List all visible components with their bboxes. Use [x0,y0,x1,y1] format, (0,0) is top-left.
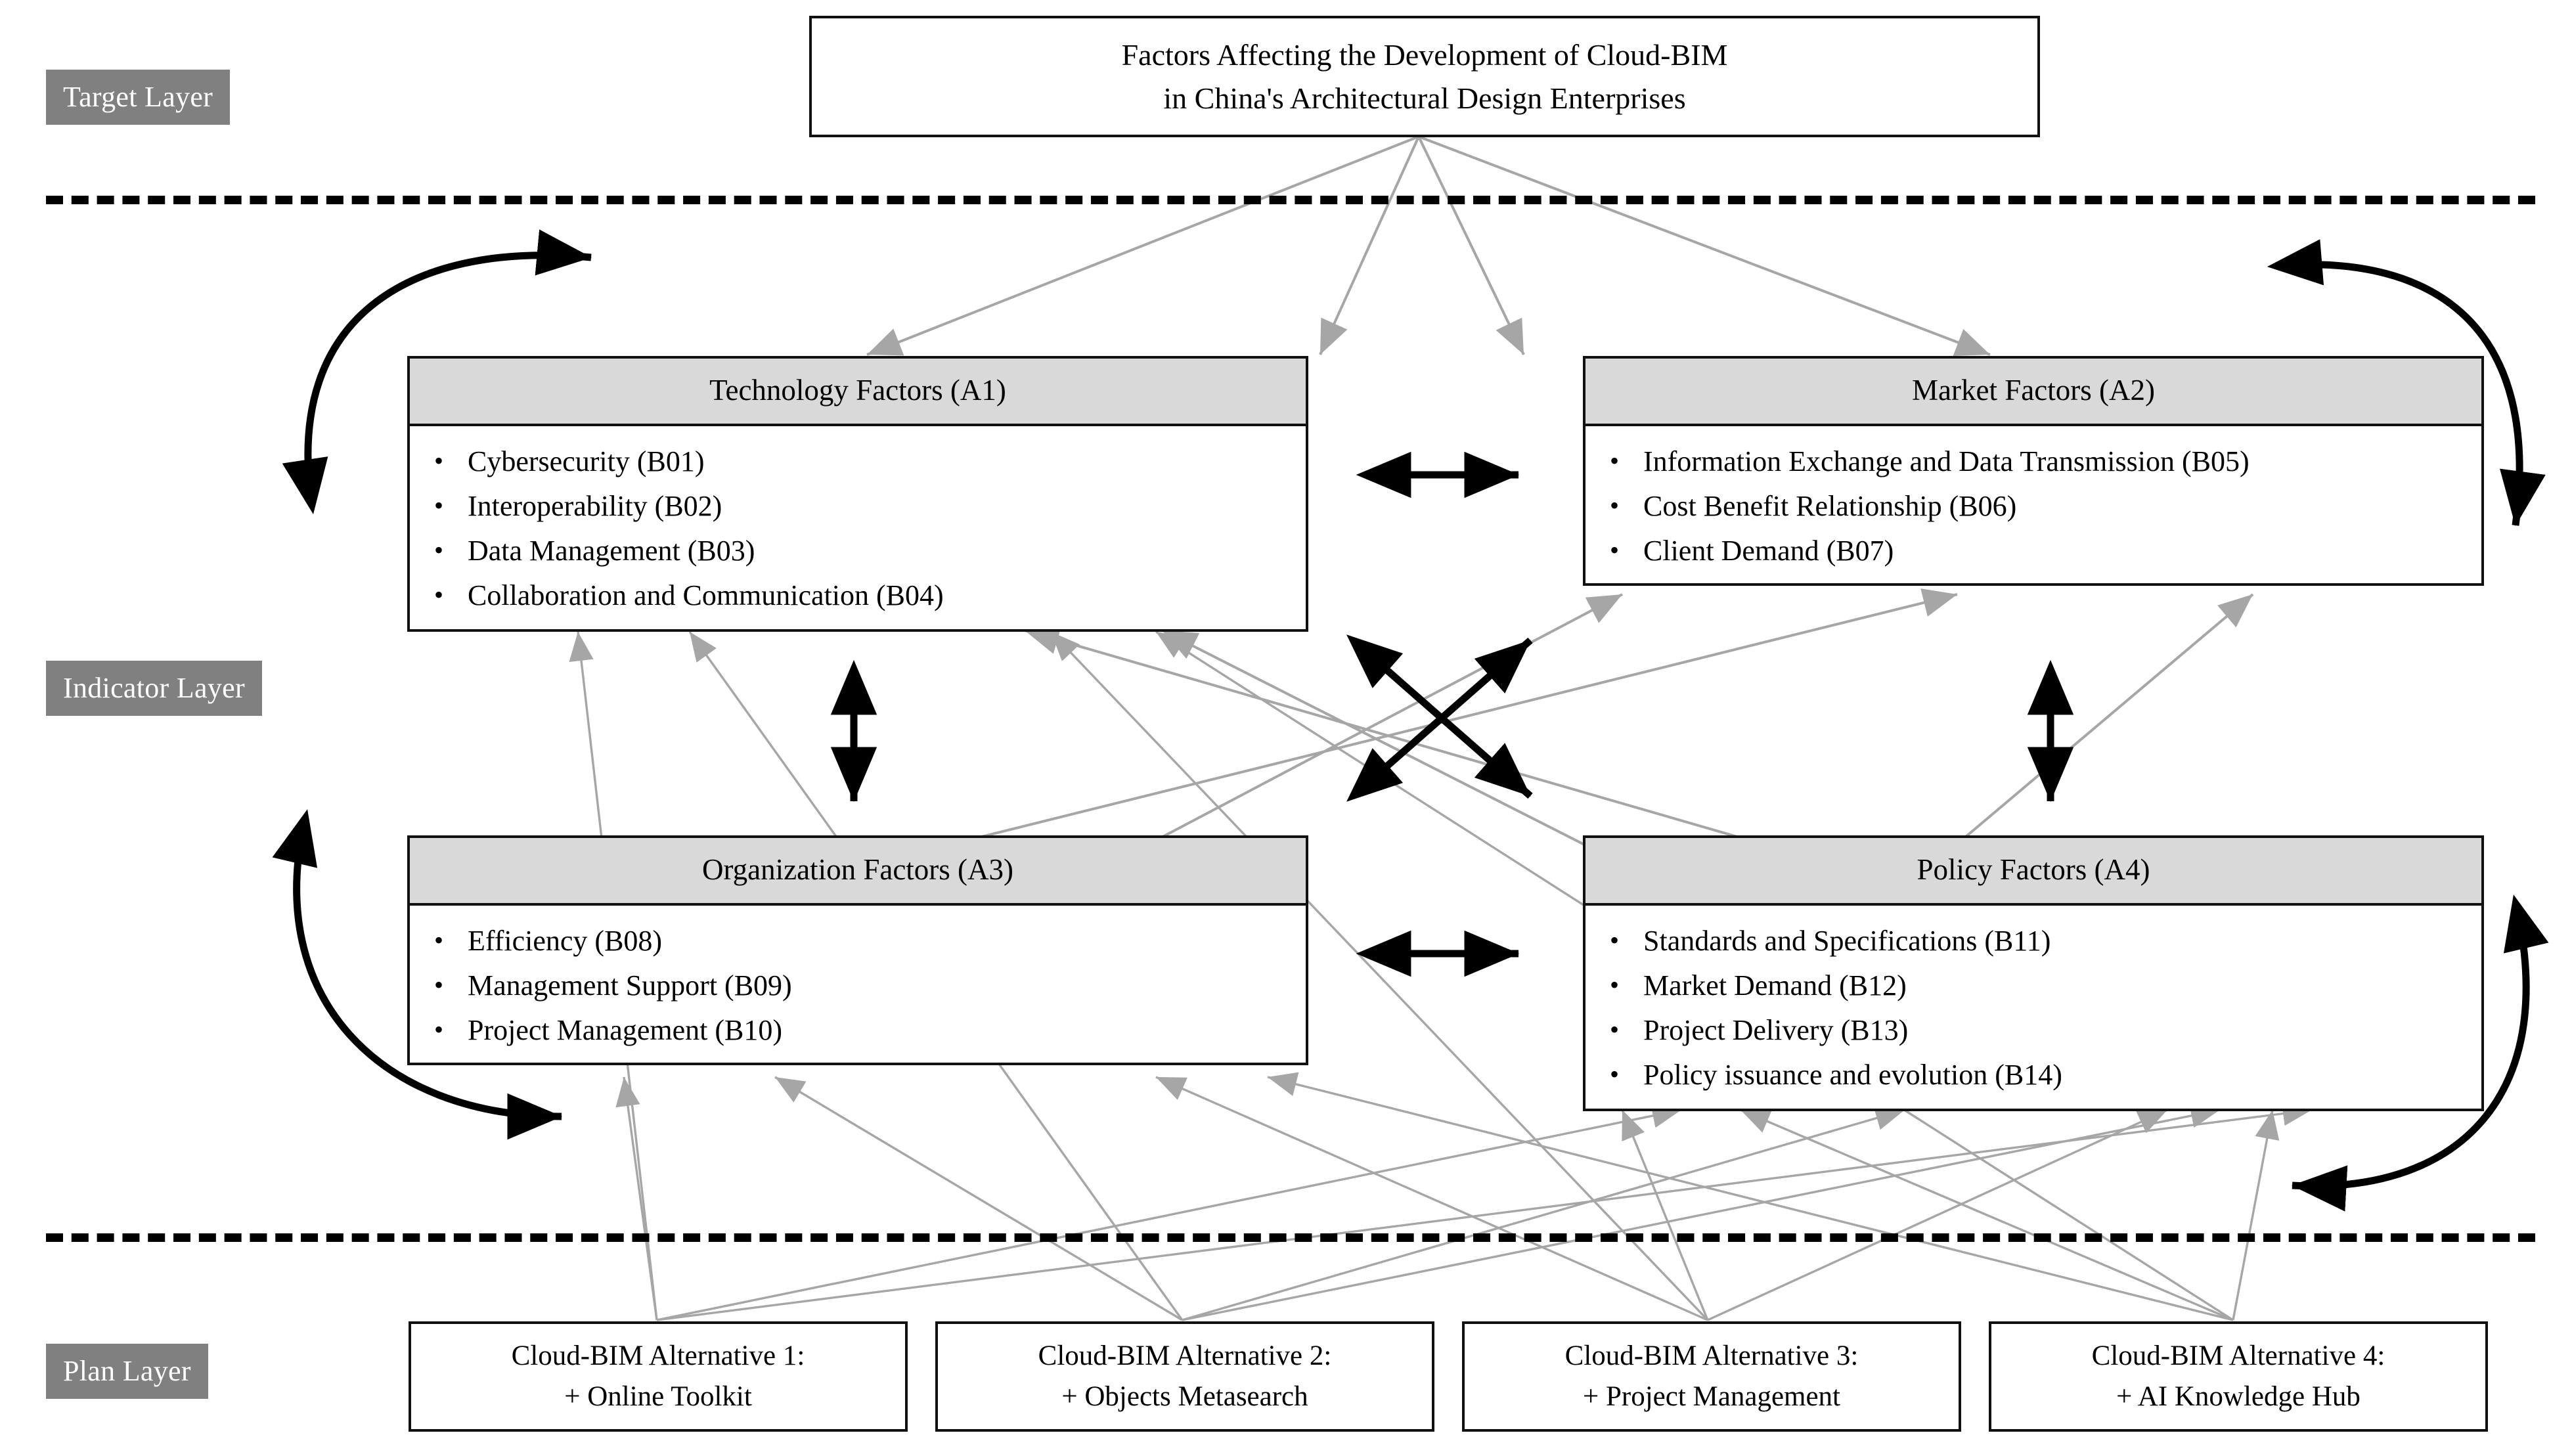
factor-card-a2[interactable]: Market Factors (A2) • Information Exchan… [1583,356,2484,586]
alternative-box-4[interactable]: Cloud-BIM Alternative 4: + AI Knowledge … [1989,1321,2488,1432]
alternative-3-line-1: Cloud-BIM Alternative 3: [1564,1340,1859,1371]
list-item: • Collaboration and Communication (B04) [410,573,1306,618]
factor-card-a1-title: Technology Factors (A1) [410,359,1306,426]
bullet-icon: • [1609,491,1619,520]
bullet-icon: • [433,491,443,520]
list-item: • Efficiency (B08) [410,919,1306,963]
factor-card-a2-title: Market Factors (A2) [1585,359,2481,426]
factor-card-a3[interactable]: Organization Factors (A3) • Efficiency (… [407,835,1308,1065]
factor-card-a2-list: • Information Exchange and Data Transmis… [1585,426,2481,585]
separator-indicator-plan [46,1233,2535,1242]
factor-card-a3-title: Organization Factors (A3) [410,838,1306,906]
target-goal-box[interactable]: Factors Affecting the Development of Clo… [809,16,2040,137]
bullet-icon: • [433,580,443,609]
bullet-icon: • [433,446,443,475]
list-item: • Standards and Specifications (B11) [1585,919,2481,963]
list-item: • Cybersecurity (B01) [410,439,1306,484]
list-item: • Information Exchange and Data Transmis… [1585,439,2481,484]
factor-card-a4-title: Policy Factors (A4) [1585,838,2481,906]
bullet-icon: • [1609,970,1619,1000]
layer-badge-indicator: Indicator Layer [46,661,262,716]
list-item: • Project Management (B10) [410,1008,1306,1053]
bullet-icon: • [433,925,443,955]
bullet-icon: • [1609,1059,1619,1089]
bullet-icon: • [433,970,443,1000]
arrow-cross-a2-a3 [1346,634,1533,799]
list-item: • Client Demand (B07) [1585,529,2481,573]
alternative-box-3[interactable]: Cloud-BIM Alternative 3: + Project Manag… [1462,1321,1961,1432]
list-item: • Project Delivery (B13) [1585,1008,2481,1053]
list-item: • Management Support (B09) [410,963,1306,1008]
alternative-4-line-1: Cloud-BIM Alternative 4: [2091,1340,2385,1371]
bullet-icon: • [1609,446,1619,475]
list-item: • Interoperability (B02) [410,484,1306,529]
bullet-icon: • [433,1015,443,1044]
factor-card-a4[interactable]: Policy Factors (A4) • Standards and Spec… [1583,835,2484,1111]
bullet-icon: • [1609,535,1619,565]
alternative-4-line-2: + AI Knowledge Hub [2116,1381,2361,1412]
factor-card-a1[interactable]: Technology Factors (A1) • Cybersecurity … [407,356,1308,632]
list-item: • Market Demand (B12) [1585,963,2481,1008]
alternative-box-1[interactable]: Cloud-BIM Alternative 1: + Online Toolki… [409,1321,908,1432]
alternative-2-line-1: Cloud-BIM Alternative 2: [1038,1340,1332,1371]
factor-card-a1-list: • Cybersecurity (B01) • Interoperability… [410,426,1306,630]
target-title-line-2: in China's Architectural Design Enterpri… [1163,81,1686,115]
alternative-1-line-1: Cloud-BIM Alternative 1: [511,1340,805,1371]
alternative-1-line-2: + Online Toolkit [564,1381,752,1412]
list-item: • Cost Benefit Relationship (B06) [1585,484,2481,529]
separator-target-indicator [46,196,2535,204]
list-item: • Policy issuance and evolution (B14) [1585,1053,2481,1097]
bullet-icon: • [1609,1015,1619,1044]
factor-card-a4-list: • Standards and Specifications (B11) • M… [1585,906,2481,1109]
factor-card-a3-list: • Efficiency (B08) • Management Support … [410,906,1306,1065]
bullet-icon: • [433,535,443,565]
alternative-box-2[interactable]: Cloud-BIM Alternative 2: + Objects Metas… [935,1321,1434,1432]
layer-badge-plan: Plan Layer [46,1344,208,1399]
layer-badge-target: Target Layer [46,70,231,125]
bullet-icon: • [1609,925,1619,955]
list-item: • Data Management (B03) [410,529,1306,573]
alternative-3-line-2: + Project Management [1582,1381,1841,1412]
arrow-cross-a1-a4 [1346,637,1533,802]
alternative-2-line-2: + Objects Metasearch [1061,1381,1308,1412]
target-title-line-1: Factors Affecting the Development of Clo… [1121,38,1728,72]
